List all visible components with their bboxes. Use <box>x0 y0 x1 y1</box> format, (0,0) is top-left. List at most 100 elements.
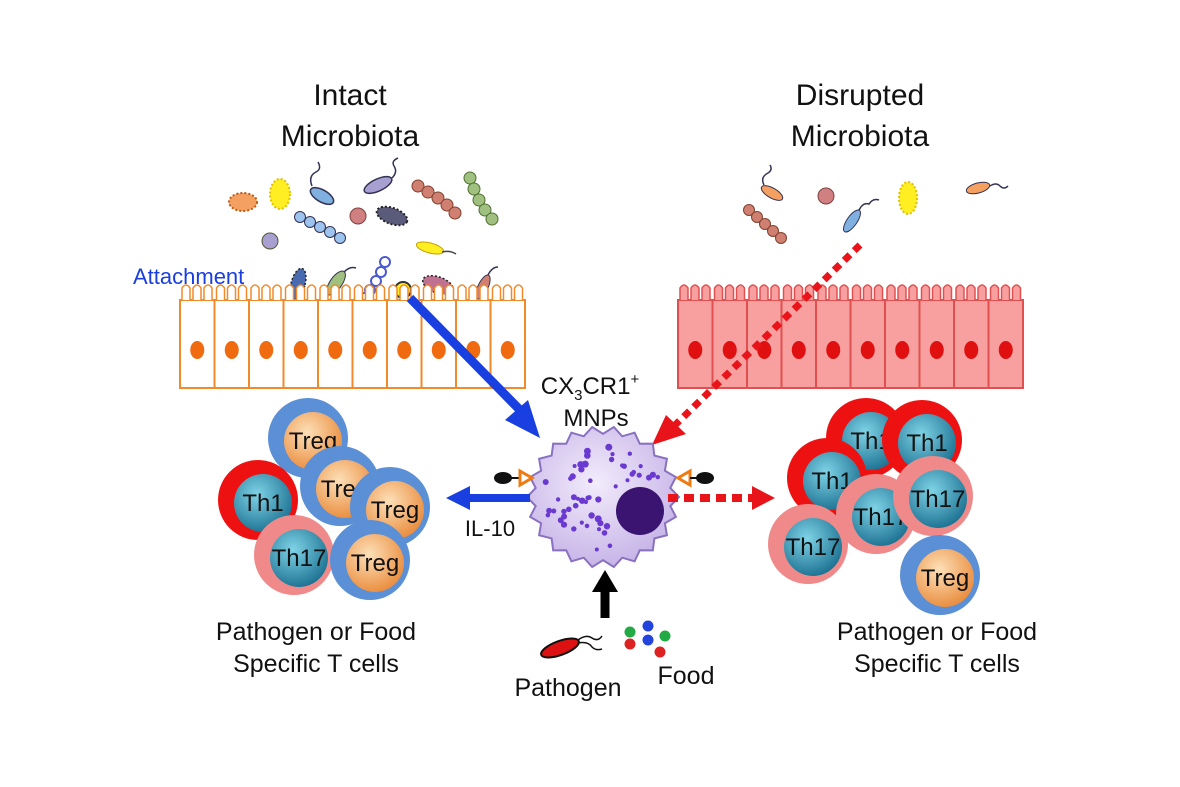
epithelial-cell <box>918 284 955 389</box>
epithelial-nucleus <box>826 341 841 359</box>
granule <box>585 495 591 501</box>
epithelial-cell <box>677 284 714 389</box>
granule <box>560 521 568 528</box>
granule <box>572 502 579 509</box>
epithelial-nucleus <box>259 341 274 359</box>
t-cell-th17: Th17 <box>893 456 973 536</box>
granule <box>636 472 642 478</box>
epithelial-nucleus <box>500 341 515 359</box>
epithelial-nucleus <box>397 341 412 359</box>
granule <box>570 494 577 501</box>
granule <box>542 479 549 485</box>
flagellated-bacterium-icon <box>760 164 784 201</box>
epithelial-cell <box>248 284 285 389</box>
t-cell-label: Th17 <box>786 534 841 561</box>
granule <box>610 452 615 457</box>
granule <box>555 497 561 502</box>
disrupted-title-line2: Microbiota <box>791 120 930 153</box>
bacterium-icon <box>375 205 409 227</box>
t-cell-th1: Th1 <box>882 400 962 480</box>
epithelial-cell <box>317 284 354 389</box>
granule <box>596 527 602 532</box>
il10-arrowhead <box>446 486 470 510</box>
granule <box>566 506 572 513</box>
granule <box>594 547 599 552</box>
epithelial-nucleus <box>964 341 979 359</box>
flagellated-bacterium-icon <box>363 157 399 195</box>
disrupted-arrowhead <box>652 415 686 445</box>
mnp-label-line2: MNPs <box>563 405 628 432</box>
granule <box>595 496 602 503</box>
epithelial-cell <box>987 284 1024 389</box>
coccus-icon <box>817 187 835 205</box>
chain-bacterium-icon <box>358 256 391 304</box>
granule <box>561 508 567 515</box>
granule <box>546 507 552 514</box>
epithelial-nucleus <box>860 341 875 359</box>
epithelial-cell <box>213 284 250 389</box>
flagellated-bacterium-icon <box>965 181 1009 195</box>
granule <box>625 478 630 483</box>
antigen-arrowhead <box>592 570 618 592</box>
granule <box>588 478 593 484</box>
t-cell-th1: Th1 <box>218 460 298 540</box>
t-cell-label: Th17 <box>911 486 966 513</box>
granule <box>620 463 625 468</box>
epithelial-cell <box>179 284 216 389</box>
t-cell-label: Treg <box>351 550 399 577</box>
mnp-cell <box>525 425 681 569</box>
epithelial-nucleus <box>293 341 308 359</box>
mnp-nucleus <box>616 487 664 535</box>
epithelial-nucleus <box>895 341 910 359</box>
t-cell-label: Th17 <box>272 545 327 572</box>
intact-title-line2: Microbiota <box>281 120 420 153</box>
granule <box>551 508 557 514</box>
bacterium-icon <box>269 178 291 210</box>
granule <box>629 471 635 477</box>
attachment-label: Attachment <box>133 264 244 289</box>
disrupted-bacteria-group <box>743 164 1009 244</box>
epithelial-nucleus <box>722 341 737 359</box>
coccus-icon <box>261 232 279 250</box>
epithelial-cell <box>815 284 852 389</box>
intact-epithelium <box>179 284 526 389</box>
granule <box>607 543 613 549</box>
t-cell-th17: Th17 <box>254 515 334 595</box>
right-caption-line1: Pathogen or Food <box>837 618 1037 646</box>
disrupted-epithelium <box>677 284 1024 389</box>
chain-bacterium-icon <box>463 171 499 226</box>
inflammatory-arrowhead <box>752 486 775 510</box>
epithelial-nucleus <box>791 341 806 359</box>
flagellated-bacterium-icon <box>309 161 335 206</box>
t-cell-treg: Treg <box>330 520 410 600</box>
chain-bacterium-icon <box>294 211 346 244</box>
epithelial-cell <box>884 284 921 389</box>
bacterium-icon <box>898 181 918 215</box>
granule <box>581 460 589 468</box>
granule <box>571 526 577 532</box>
epithelial-nucleus <box>362 341 377 359</box>
right-caption-line2: Specific T cells <box>854 650 1020 678</box>
attachment-arrowhead <box>505 400 540 438</box>
granule <box>601 530 608 536</box>
disrupted-title-line1: Disrupted <box>796 79 924 112</box>
flagellated-bacterium-icon <box>842 198 880 233</box>
intact-title-line1: Intact <box>313 79 387 112</box>
epithelial-cell <box>351 284 388 389</box>
granule <box>572 464 577 468</box>
t-cell-label: Treg <box>921 565 969 592</box>
epithelial-cell <box>711 284 748 389</box>
granule <box>655 474 660 480</box>
bacterium-icon <box>228 192 258 212</box>
granule <box>627 451 632 456</box>
granule <box>545 512 551 518</box>
pathogen-label: Pathogen <box>514 674 621 702</box>
granule <box>605 443 613 451</box>
granule <box>608 456 615 463</box>
right-receptor-icon <box>675 468 714 488</box>
granule <box>646 474 652 481</box>
disrupted-signal-arrow <box>667 242 863 433</box>
granule <box>638 464 643 469</box>
epithelial-nucleus <box>688 341 703 359</box>
